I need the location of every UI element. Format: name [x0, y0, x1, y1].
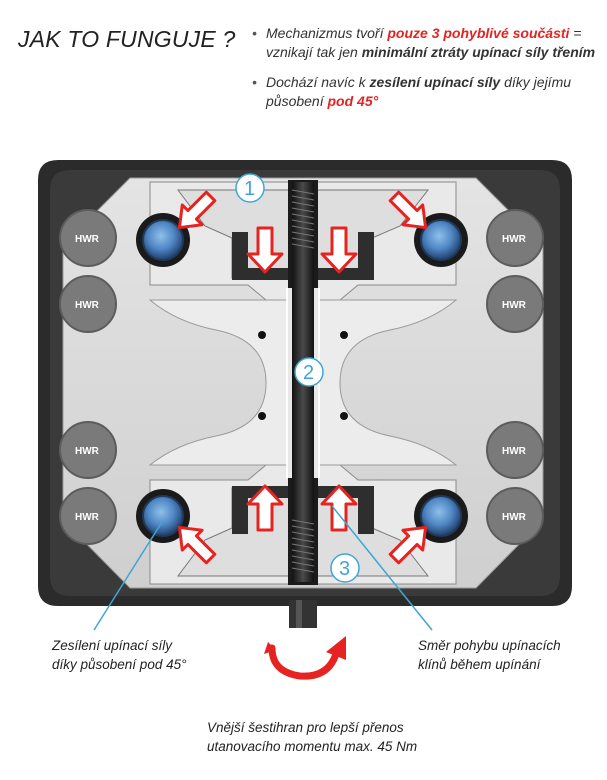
bullet-1-text-1: Mechanizmus tvoří: [266, 25, 388, 41]
bullet-1-highlight-1: pouze 3 pohyblivé součásti: [387, 25, 570, 41]
bullet-2-text-2: díky jejímu působení: [266, 74, 572, 109]
hwr-badge-right-4: HWR: [486, 487, 544, 545]
arrow-down-right: [320, 226, 358, 274]
rotate-arrow-icon: [264, 636, 346, 680]
hwr-badge-right-1: HWR: [486, 209, 544, 267]
hwr-badge-left-4: HWR: [59, 487, 117, 545]
bolts: [136, 213, 468, 543]
svg-text:HWR: HWR: [502, 234, 527, 245]
feature-list: Mechanizmus tvoří pouze 3 pohyblivé souč…: [252, 24, 597, 122]
arrow-up-right: [320, 484, 358, 532]
page-title: JAK TO FUNGUJE ?: [18, 26, 236, 52]
bullet-2-emphasis: zesílení upínací síly: [369, 74, 501, 90]
leader-line-left: [93, 521, 163, 631]
callout-1: 1: [235, 173, 265, 203]
arrow-diag-top-right: [388, 190, 428, 230]
bullet-1-text-2: = vznikají tak jen: [266, 25, 582, 60]
svg-text:3: 3: [339, 558, 350, 580]
force-arrows: [177, 190, 428, 565]
bolt-bottom-left: [136, 489, 190, 543]
hwr-badge-right-3: HWR: [486, 421, 544, 479]
arrow-diag-bottom-left: [177, 525, 217, 565]
arrow-diag-top-left: [177, 190, 217, 230]
label-hex-line2: utanovacího momentu max. 45 Nm: [207, 739, 418, 754]
label-force-line1: Zesílení upínací síly: [52, 638, 173, 653]
svg-text:HWR: HWR: [75, 300, 100, 311]
label-wedge-line2: klínů během upínání: [418, 657, 541, 672]
arrow-up-left: [246, 484, 284, 532]
feature-bullet-1: Mechanizmus tvoří pouze 3 pohyblivé souč…: [252, 24, 597, 62]
callout-3: 3: [330, 553, 360, 583]
bolt-top-right: [414, 213, 468, 267]
label-force-amplification: Zesílení upínací síly díky působení pod …: [52, 636, 187, 674]
threaded-spindle: [286, 180, 320, 628]
label-force-line2: díky působení pod 45°: [52, 657, 187, 672]
svg-text:HWR: HWR: [502, 512, 527, 523]
label-wedge-direction: Směr pohybu upínacích klínů během upínán…: [418, 636, 561, 674]
arrow-down-left: [246, 226, 284, 274]
hwr-badge-left-3: HWR: [59, 421, 117, 479]
svg-text:HWR: HWR: [502, 300, 527, 311]
svg-text:HWR: HWR: [75, 234, 100, 245]
bolt-top-left: [136, 213, 190, 267]
hwr-badge-left-1: HWR: [59, 209, 117, 267]
hwr-badges: HWR HWR HWR HWR HWR HWR HWR HWR: [59, 209, 544, 545]
bullet-2-text-1: Dochází navíc k: [266, 74, 370, 90]
svg-text:HWR: HWR: [75, 512, 100, 523]
hwr-badge-right-2: HWR: [486, 275, 544, 333]
svg-text:HWR: HWR: [75, 446, 100, 457]
svg-text:2: 2: [303, 362, 314, 384]
callout-2: 2: [294, 357, 324, 387]
label-hex-drive: Vnější šestihran pro lepší přenos utanov…: [207, 718, 417, 756]
label-hex-line1: Vnější šestihran pro lepší přenos: [207, 720, 404, 735]
hwr-badge-left-2: HWR: [59, 275, 117, 333]
bullet-1-emphasis: minimální ztráty upínací síly třením: [361, 44, 596, 60]
svg-text:HWR: HWR: [502, 446, 527, 457]
leader-line-right: [331, 505, 433, 631]
svg-text:1: 1: [244, 178, 255, 200]
bolt-bottom-right: [414, 489, 468, 543]
arrow-diag-bottom-right: [388, 525, 428, 565]
bullet-2-highlight: pod 45°: [327, 93, 379, 109]
hex-drive: [289, 600, 317, 628]
label-wedge-line1: Směr pohybu upínacích: [418, 638, 561, 653]
feature-bullet-2: Dochází navíc k zesílení upínací síly dí…: [252, 73, 597, 111]
